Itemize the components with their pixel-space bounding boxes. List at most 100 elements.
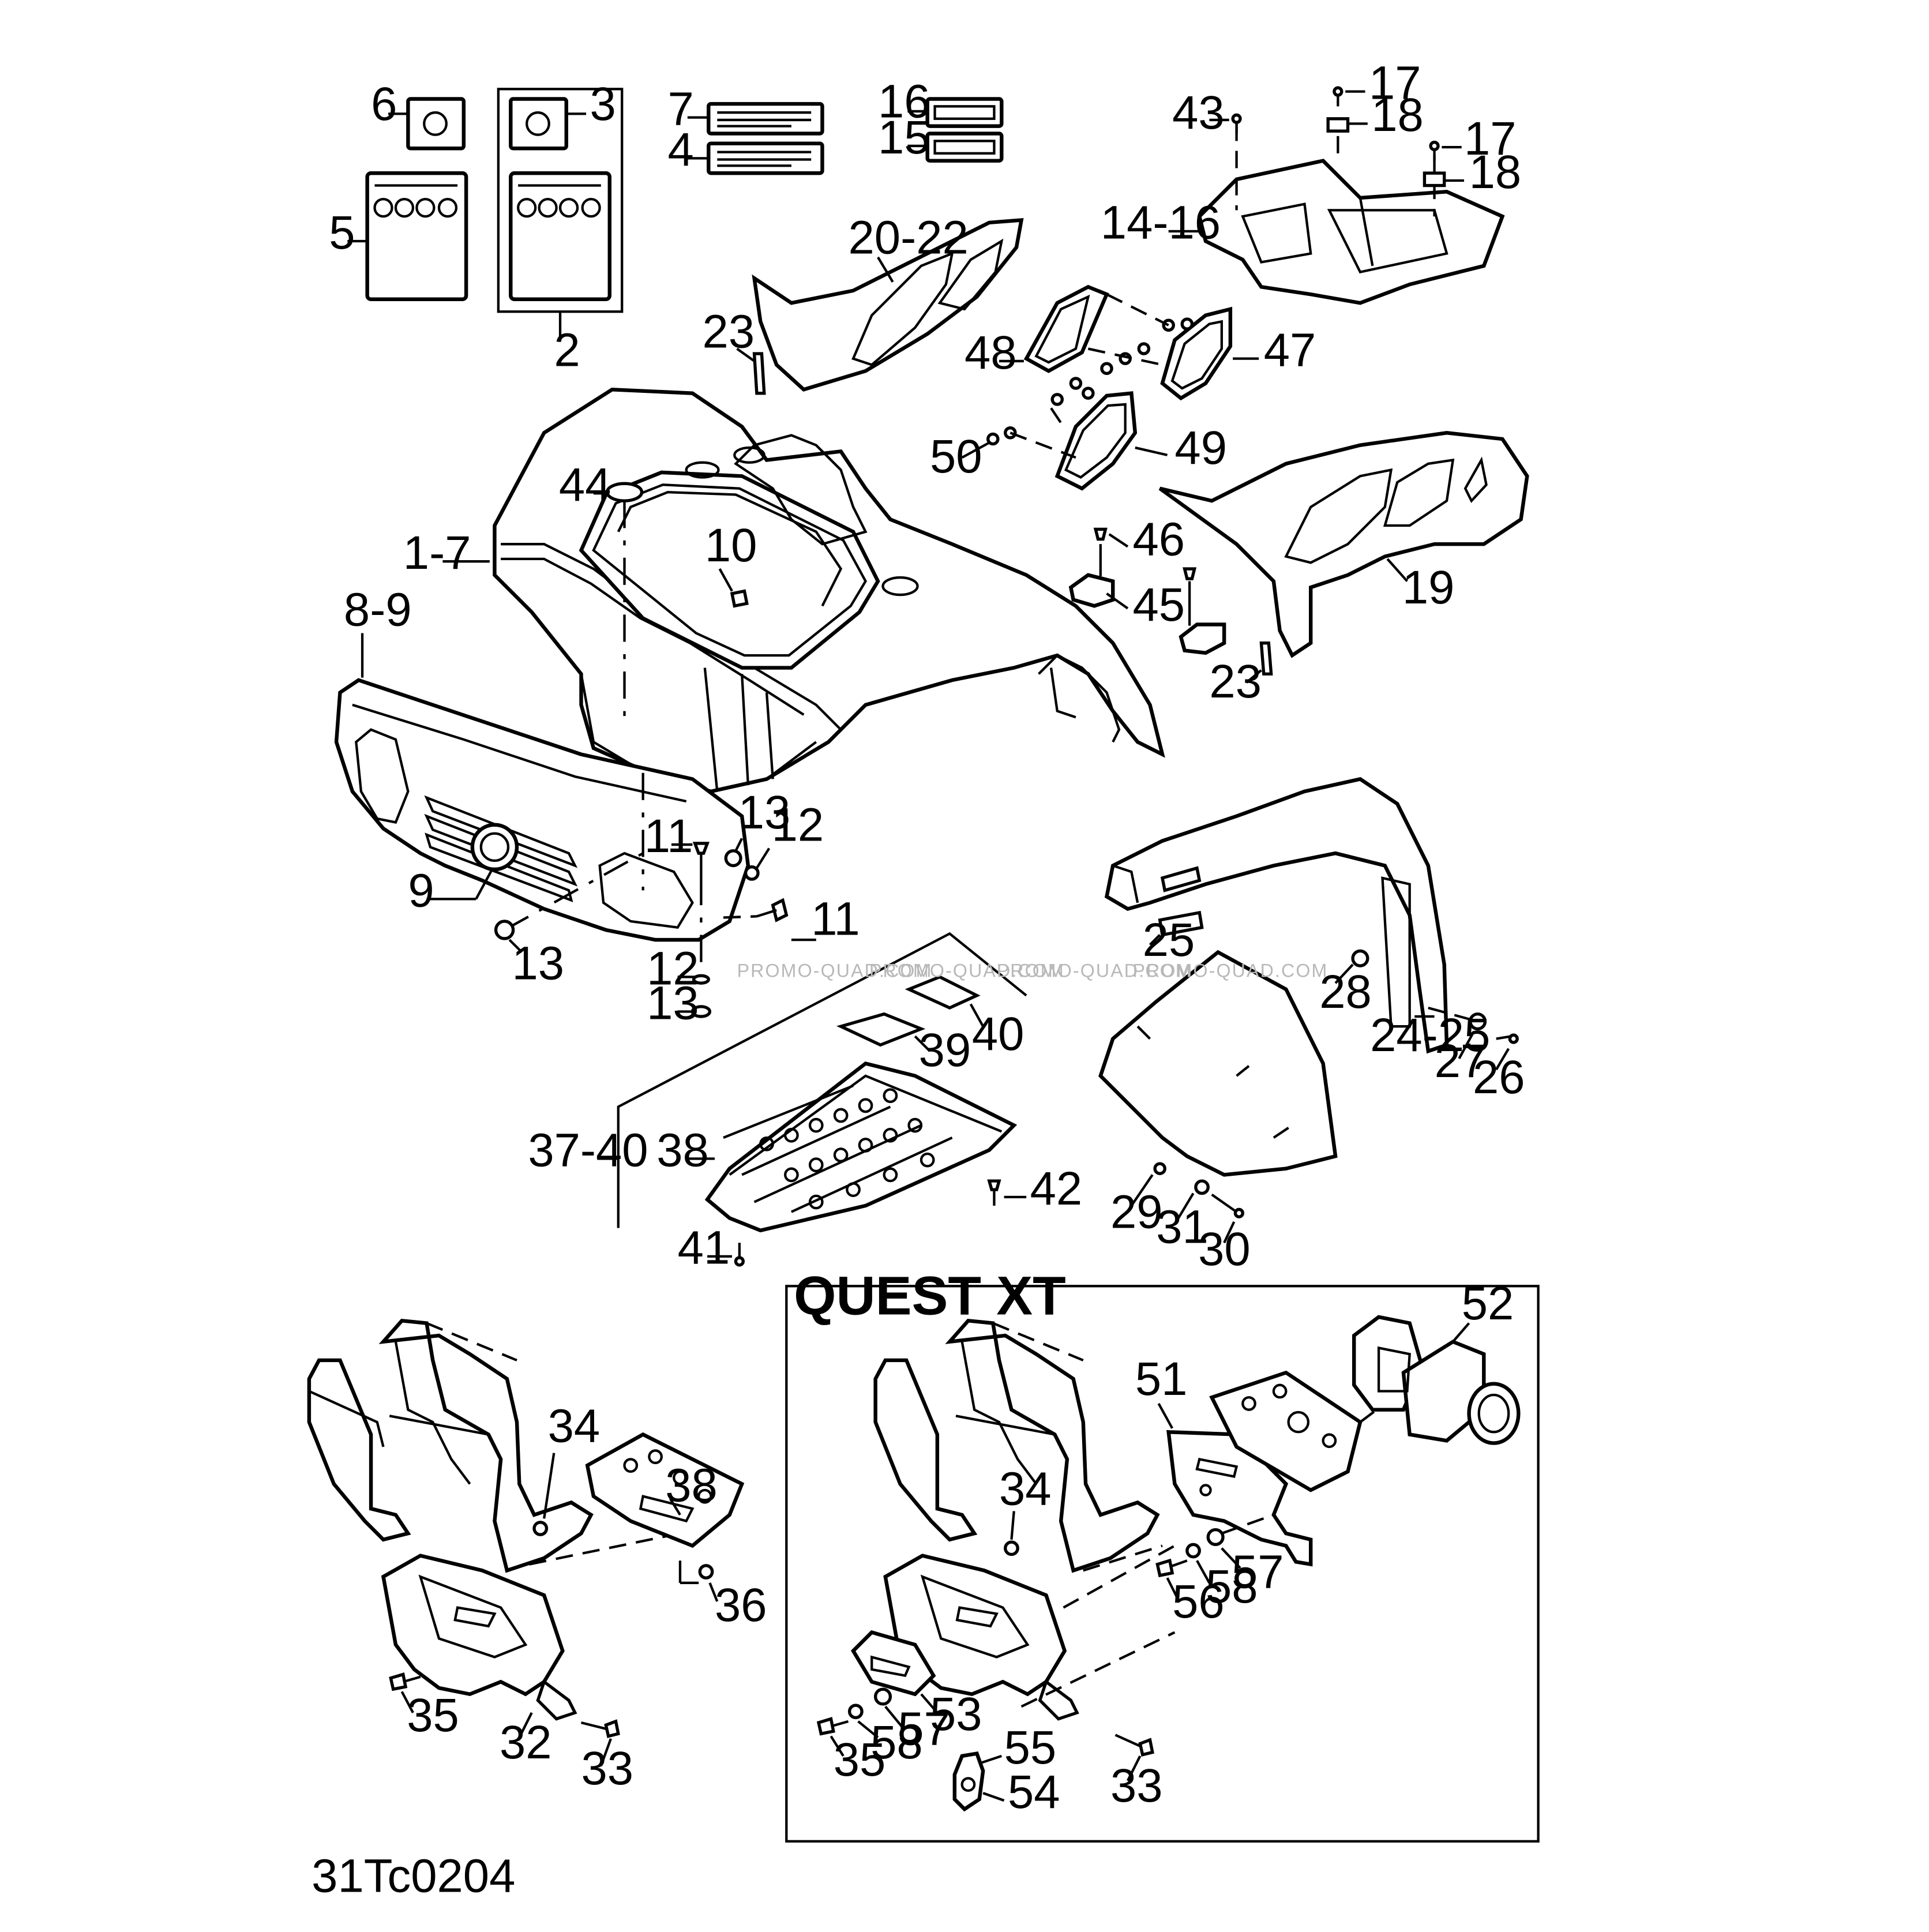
callout-55: 55 xyxy=(1004,1721,1057,1774)
nut-34-xt xyxy=(1004,1511,1019,1556)
label-15 xyxy=(907,132,1004,163)
callout-48: 48 xyxy=(964,327,1017,379)
clip-23a xyxy=(736,347,766,395)
callout-45: 45 xyxy=(1133,579,1185,631)
rear-carrier xyxy=(1168,123,1505,305)
callout-58a: 58 xyxy=(1206,1560,1258,1613)
callout-6: 6 xyxy=(371,78,397,130)
clip-18b xyxy=(1423,171,1465,187)
front-fascia xyxy=(334,633,750,942)
callout-7: 7 xyxy=(668,83,694,136)
callout-28: 28 xyxy=(1319,966,1372,1018)
screw-50 xyxy=(961,426,1076,459)
side-panel-right xyxy=(1158,431,1529,658)
callout-12a: 12 xyxy=(772,799,824,851)
footrest-38 xyxy=(687,1061,1018,1233)
decal-3 xyxy=(509,97,587,151)
screw-10 xyxy=(718,568,749,608)
skid-plate-xt xyxy=(883,1544,1176,1721)
callout-58b: 58 xyxy=(870,1716,923,1769)
clip-18a xyxy=(1326,117,1368,133)
skid-plate-32 xyxy=(381,1554,577,1738)
callout-25: 25 xyxy=(1143,914,1195,966)
section-title: QUEST XT xyxy=(794,1266,1066,1326)
clip-23b xyxy=(1245,641,1273,684)
callout-20-22: 20-22 xyxy=(849,211,969,264)
bolt-41 xyxy=(707,1243,745,1267)
callout-13b: 13 xyxy=(512,937,564,990)
nut-34-left xyxy=(532,1453,556,1536)
callout-36: 36 xyxy=(715,1579,767,1631)
vent-grille-47 xyxy=(1160,306,1259,401)
pad-40 xyxy=(905,975,985,1027)
callout-39: 39 xyxy=(919,1024,971,1076)
callout-35-left: 35 xyxy=(407,1689,459,1742)
bolt-33-left xyxy=(580,1719,620,1766)
callout-42: 42 xyxy=(1030,1162,1083,1215)
callout-37-40: 37-40 xyxy=(528,1124,648,1176)
mudguard-24-25 xyxy=(1104,777,1449,1054)
callout-26: 26 xyxy=(1473,1051,1525,1104)
front-body-fender xyxy=(442,387,1165,794)
label-16 xyxy=(907,97,1004,128)
callout-24-25: 24-25 xyxy=(1370,1009,1490,1061)
bumper-guard-xt xyxy=(873,1318,1163,1573)
watermark-4: PROMO-QUAD.COM xyxy=(1133,960,1328,981)
callout-34-left: 34 xyxy=(548,1400,601,1452)
callout-29: 29 xyxy=(1110,1186,1163,1239)
callout-56: 56 xyxy=(1172,1575,1225,1628)
screw-17a xyxy=(1333,86,1365,107)
pad-39 xyxy=(836,1012,931,1052)
side-panel-left xyxy=(752,218,1024,392)
callout-34-xt: 34 xyxy=(999,1463,1052,1515)
callout-9: 9 xyxy=(408,864,434,917)
decal-6 xyxy=(388,97,466,151)
winch-mount-51 xyxy=(1157,1402,1313,1567)
callout-13a: 13 xyxy=(738,786,791,839)
footrest-bracket-line xyxy=(597,932,1027,1228)
fasteners-29-31 xyxy=(1130,1162,1244,1244)
callout-11a: 11 xyxy=(644,810,693,862)
callout-18b: 18 xyxy=(1469,146,1522,198)
quest-xt-box xyxy=(785,1285,1540,1843)
bolt-35-left xyxy=(389,1672,421,1713)
callout-23b: 23 xyxy=(1209,655,1262,708)
bracket-45b xyxy=(1106,567,1226,655)
winch-52 xyxy=(1352,1315,1521,1445)
callout-18a: 18 xyxy=(1371,89,1424,141)
nut-36 xyxy=(678,1560,719,1602)
callout-10: 10 xyxy=(705,519,757,572)
drawing-code: 31Tc0204 xyxy=(312,1850,515,1903)
callout-50: 50 xyxy=(930,430,982,483)
warning-label-7 xyxy=(687,102,824,136)
callout-17a: 17 xyxy=(1369,57,1421,109)
decal-5 xyxy=(347,171,468,301)
callout-35-xt: 35 xyxy=(834,1734,886,1786)
fasteners-grille xyxy=(1050,293,1194,427)
callout-33-xt: 33 xyxy=(1110,1760,1163,1812)
callout-27: 27 xyxy=(1435,1035,1487,1087)
callout-23a: 23 xyxy=(703,305,755,358)
warning-label-4 xyxy=(687,141,824,175)
callout-17b: 17 xyxy=(1464,112,1517,165)
callout-31: 31 xyxy=(1156,1201,1209,1253)
decal-kit-2 xyxy=(497,88,624,342)
watermark-3: PROMO-QUAD.COM xyxy=(997,960,1192,981)
callout-43: 43 xyxy=(1172,87,1225,139)
callout-19: 19 xyxy=(1402,561,1455,614)
screw-26-27 xyxy=(1428,1006,1519,1071)
bracket-45a xyxy=(1068,527,1129,608)
callout-1-7: 1-7 xyxy=(403,527,471,579)
inner-mudflap xyxy=(1098,950,1338,1177)
callout-38-left: 38 xyxy=(665,1459,718,1511)
callout-12b: 12 xyxy=(647,942,699,995)
decal-25 xyxy=(1149,910,1204,946)
callout-44: 44 xyxy=(559,459,611,511)
xt-fasteners-56-58 xyxy=(1155,1513,1274,1599)
callout-46: 46 xyxy=(1133,513,1185,565)
callout-4: 4 xyxy=(668,123,694,176)
fairlead-fasteners xyxy=(816,1687,904,1757)
hook-54-55 xyxy=(952,1751,1005,1812)
